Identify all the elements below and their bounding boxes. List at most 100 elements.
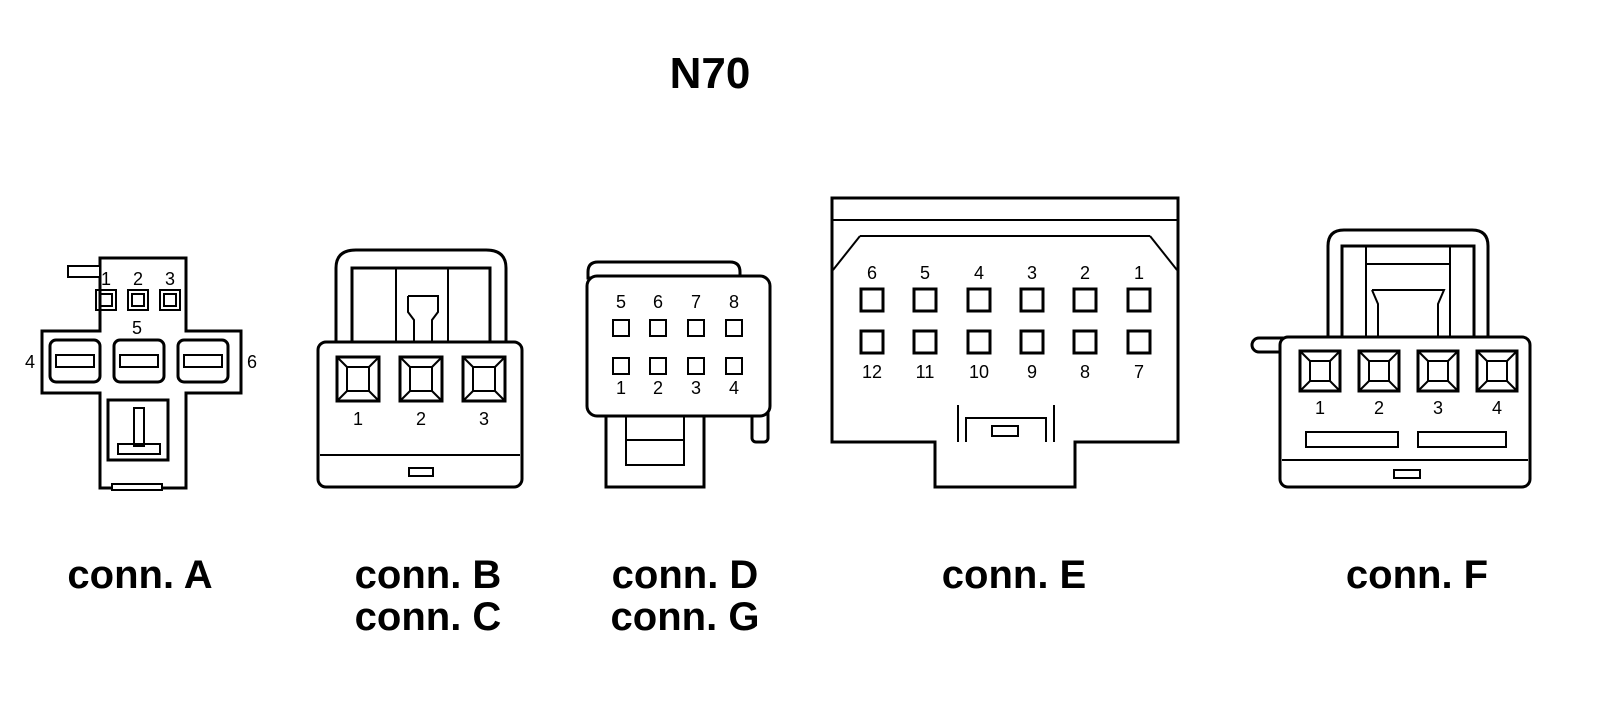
connector-e-pin (1019, 287, 1045, 313)
pin-number: 4 (729, 378, 739, 398)
connector-d-pin (612, 357, 630, 375)
pin-number: 9 (1027, 362, 1037, 382)
pin-number: 4 (1492, 398, 1502, 418)
connector-e-chamfer-right (1149, 235, 1178, 271)
diagram-title: N70 (670, 49, 751, 98)
connector-a-pin (127, 289, 149, 311)
connector-d-pin (649, 357, 667, 375)
connector-e-pin (912, 329, 938, 355)
connector-e-pin (1126, 329, 1152, 355)
connector-e-pin (1072, 287, 1098, 313)
connector-f-slot (1393, 469, 1421, 479)
connector-a-pin-inner (163, 293, 177, 307)
connector-a-latch-stem (133, 407, 145, 447)
connector-a-pin (95, 289, 117, 311)
connector-label: conn. G (611, 595, 760, 639)
connector-f-pin (1357, 349, 1401, 393)
pin-number: 2 (416, 409, 426, 429)
connector-a-blade-pin (112, 338, 166, 384)
connector-label: conn. F (1346, 553, 1488, 597)
connector-f-body (1278, 335, 1532, 489)
connector-e-latch-slot (991, 425, 1019, 437)
connector-f-key-left (1305, 431, 1399, 448)
pin-number: 1 (1134, 263, 1144, 283)
pin-number: 7 (1134, 362, 1144, 382)
connector-b-pin (398, 355, 444, 403)
connector-a-pin (159, 289, 181, 311)
connector-e-pin (912, 287, 938, 313)
pin-number: 2 (653, 378, 663, 398)
pin-number: 11 (916, 362, 935, 382)
connector-a-pin-inner (131, 293, 145, 307)
connector-e-pin (966, 329, 992, 355)
connector-f-pin (1475, 349, 1519, 393)
connector-b-slot (408, 467, 434, 477)
connector-b-latch-key (407, 295, 439, 345)
connector-a-latch (106, 398, 170, 462)
pin-number: 2 (1080, 263, 1090, 283)
connector-d-pin (612, 319, 630, 337)
pin-number: 7 (691, 292, 701, 312)
connector-f-pin (1416, 349, 1460, 393)
connector-label: conn. E (942, 553, 1086, 597)
connector-f-key-right (1417, 431, 1507, 448)
pin-number: 4 (974, 263, 984, 283)
connector-e-pin (859, 329, 885, 355)
connector-a-blade-pin (48, 338, 102, 384)
connector-b-latch (395, 267, 449, 346)
pin-number: 5 (132, 318, 142, 338)
connector-d-pin (725, 357, 743, 375)
connector-a-blade (183, 354, 223, 368)
pin-number: 3 (165, 269, 175, 289)
pin-number: 10 (969, 362, 989, 382)
pin-number: 3 (1027, 263, 1037, 283)
connector-a-blade-pin (176, 338, 230, 384)
connector-b-pin (335, 355, 381, 403)
connector-e-latch (957, 405, 1055, 442)
pin-number: 3 (479, 409, 489, 429)
pin-number: 8 (729, 292, 739, 312)
pin-number: 3 (691, 378, 701, 398)
connector-a-blade (55, 354, 95, 368)
connector-d-pin (687, 357, 705, 375)
connector-d: 5 6 7 8 1 2 3 4 (585, 260, 772, 489)
connector-e-pin (1019, 329, 1045, 355)
pin-number: 5 (616, 292, 626, 312)
connector-d-pin (649, 319, 667, 337)
connector-label: conn. B (355, 553, 502, 597)
connector-b: 1 2 3 (316, 248, 524, 489)
connector-e: 6 5 4 3 2 1 12 11 10 9 8 7 (830, 196, 1180, 489)
connector-e-pin (859, 287, 885, 313)
pin-number: 4 (25, 352, 35, 372)
pin-number: 1 (353, 409, 363, 429)
connector-label: conn. A (67, 553, 212, 597)
pin-number: 6 (653, 292, 663, 312)
connector-a-base (111, 483, 163, 491)
pin-number: 5 (920, 263, 930, 283)
connector-f-latch-key (1366, 263, 1450, 336)
pin-number: 2 (1374, 398, 1384, 418)
connector-a-pin-inner (99, 293, 113, 307)
pin-number: 1 (1315, 398, 1325, 418)
connector-f-pin (1298, 349, 1342, 393)
connector-b-lock-bar (334, 248, 508, 347)
connector-d-pin (687, 319, 705, 337)
connector-e-body (830, 196, 1180, 489)
pin-number: 8 (1080, 362, 1090, 382)
pin-number: 2 (133, 269, 143, 289)
connector-e-chamfer-left (832, 235, 861, 271)
connector-f: 1 2 3 4 (1250, 228, 1532, 489)
pin-number: 1 (616, 378, 626, 398)
pin-number: 12 (862, 362, 882, 382)
connector-a-latch-foot (117, 443, 161, 455)
pin-number: 3 (1433, 398, 1443, 418)
connector-d-back-shell (586, 260, 742, 280)
connector-label: conn. C (355, 595, 502, 639)
pin-number: 6 (247, 352, 257, 372)
connector-e-pin (1126, 287, 1152, 313)
connector-a-tab (67, 265, 101, 278)
pin-number: 6 (867, 263, 877, 283)
connector-e-pin (966, 287, 992, 313)
connector-a-blade (119, 354, 159, 368)
connector-e-pin (1072, 329, 1098, 355)
